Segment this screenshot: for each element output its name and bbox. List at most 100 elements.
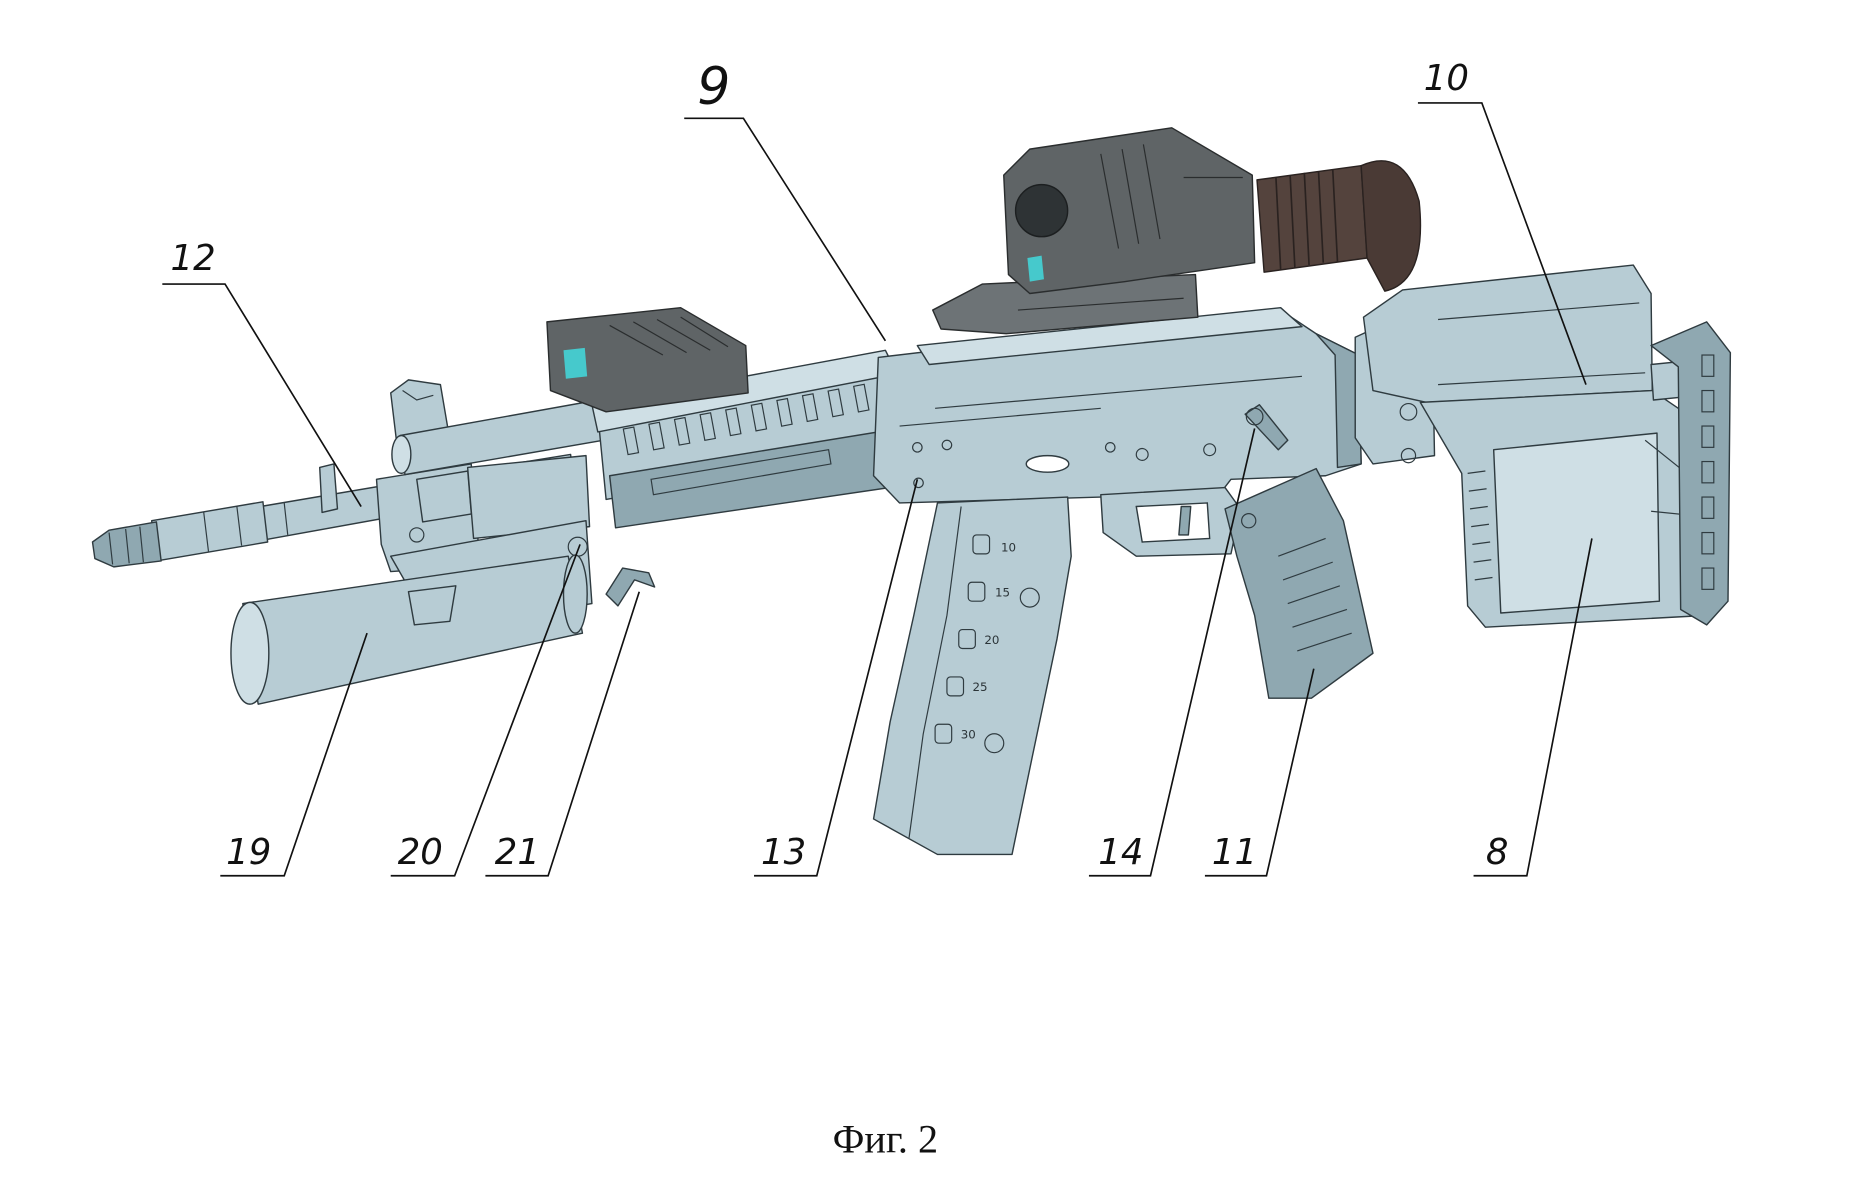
buttpad-slot xyxy=(1701,531,1715,555)
leader-line-20 xyxy=(390,544,581,877)
barrel-assembly xyxy=(91,483,398,568)
grenade-launcher xyxy=(230,454,656,705)
ejection-slot xyxy=(1025,454,1070,473)
callout-14: 14 xyxy=(1098,832,1143,873)
callout-19: 19 xyxy=(226,832,271,873)
callout-10: 10 xyxy=(1424,58,1469,99)
pistol-grip-texture xyxy=(1278,537,1352,652)
trigger xyxy=(1178,505,1192,536)
callout-13: 13 xyxy=(761,832,806,873)
red-dot-fins xyxy=(609,316,729,356)
rail-slot xyxy=(699,412,717,442)
magazine-marking-10: 10 xyxy=(1001,540,1016,554)
callout-12: 12 xyxy=(170,238,215,279)
magazine: 10 15 20 25 30 xyxy=(872,496,1072,856)
rail-slot xyxy=(648,421,665,451)
rail-slot xyxy=(827,388,845,418)
magazine-spine xyxy=(908,506,962,838)
muzzle-brake-slots xyxy=(108,526,144,565)
stock-upper xyxy=(1362,264,1653,404)
magazine-window xyxy=(972,534,991,555)
hinge-pin xyxy=(1399,402,1418,421)
receiver-groove xyxy=(899,375,1303,427)
mount-detail xyxy=(1017,297,1184,311)
launcher-tube-muzzle xyxy=(230,601,270,705)
rivet xyxy=(912,442,923,453)
pistol-grip xyxy=(1224,467,1374,699)
buttpad-slot xyxy=(1701,389,1715,413)
rail-slot xyxy=(622,426,640,456)
magazine-body xyxy=(872,496,1072,856)
scope-front-lens xyxy=(1014,183,1069,238)
callout-20: 20 xyxy=(398,832,443,873)
buttpad-slot xyxy=(1701,354,1715,377)
rail-slot xyxy=(853,383,870,413)
pistol-grip-body xyxy=(1224,467,1374,699)
stock xyxy=(1354,264,1732,628)
trigger-group xyxy=(1100,486,1242,557)
leader-line-13 xyxy=(754,479,919,877)
magazine-window xyxy=(934,723,953,744)
rail-slot xyxy=(801,393,819,423)
front-sight-pin xyxy=(409,527,425,543)
figure-caption: Фиг. 2 xyxy=(833,1117,938,1162)
rivet xyxy=(941,439,953,451)
red-dot-sight xyxy=(546,306,749,413)
rail-slot xyxy=(776,397,793,427)
small-post xyxy=(319,463,339,514)
receiver xyxy=(872,306,1362,504)
leader-line-9 xyxy=(684,117,887,342)
thermal-scope xyxy=(932,127,1422,335)
callout-11: 11 xyxy=(1212,832,1257,873)
magazine-window xyxy=(946,676,965,697)
callout-9: 9 xyxy=(697,57,730,117)
magazine-stud xyxy=(984,733,1005,754)
selector-pivot xyxy=(1245,407,1264,426)
grip-screw xyxy=(1241,513,1257,529)
magazine-marking-25: 25 xyxy=(973,680,988,694)
red-dot-lens xyxy=(563,347,588,379)
rivet xyxy=(1135,447,1149,461)
buttpad-slot xyxy=(1701,460,1715,484)
buttpad-slot xyxy=(1701,567,1715,590)
leader-line-11 xyxy=(1204,668,1315,877)
handguard-slot xyxy=(650,449,832,496)
hinge-pin xyxy=(1400,447,1417,464)
stock-magazine-pouch xyxy=(1492,432,1661,614)
launcher-mount-upper xyxy=(466,454,591,540)
buttpad-slot xyxy=(1701,496,1715,519)
magazine-window xyxy=(967,581,986,602)
barrel-extension xyxy=(150,501,269,562)
magazine-window xyxy=(958,628,976,650)
rail-slot xyxy=(673,416,691,446)
front-sight-ears xyxy=(402,390,434,401)
stock-upper-detail xyxy=(1438,302,1646,386)
magazine-stud xyxy=(1019,587,1040,608)
launcher-tube-breech xyxy=(562,554,588,634)
trigger-guard-opening xyxy=(1135,502,1211,543)
callouts: 9 10 12 19 20 21 13 14 11 8 xyxy=(162,57,1593,877)
leader-line-10 xyxy=(1417,102,1587,385)
leader-line-19 xyxy=(220,632,368,877)
rifle-drawing: 10 15 20 25 30 xyxy=(91,127,1732,856)
magazine-marking-30: 30 xyxy=(961,727,976,741)
buttpad-slot xyxy=(1701,425,1715,448)
scope-mount xyxy=(932,273,1199,335)
leader-line-14 xyxy=(1088,428,1256,877)
gas-tube-end xyxy=(391,434,412,475)
rear-trunnion xyxy=(1315,333,1362,469)
eyepiece-ribs xyxy=(1275,169,1339,270)
magazine-marking-15: 15 xyxy=(995,585,1010,599)
launcher-trigger-hook xyxy=(605,567,656,607)
buttpad xyxy=(1650,321,1732,626)
scope-eyepiece xyxy=(1256,164,1368,273)
scope-indicator-light xyxy=(1027,255,1044,282)
callout-21: 21 xyxy=(495,832,540,873)
rail-slots xyxy=(622,383,870,456)
barrel-ring xyxy=(203,502,289,552)
rivet xyxy=(913,477,924,489)
rivet xyxy=(1104,442,1116,453)
leader-line-8 xyxy=(1473,538,1593,877)
launcher-support-plate xyxy=(407,585,457,626)
